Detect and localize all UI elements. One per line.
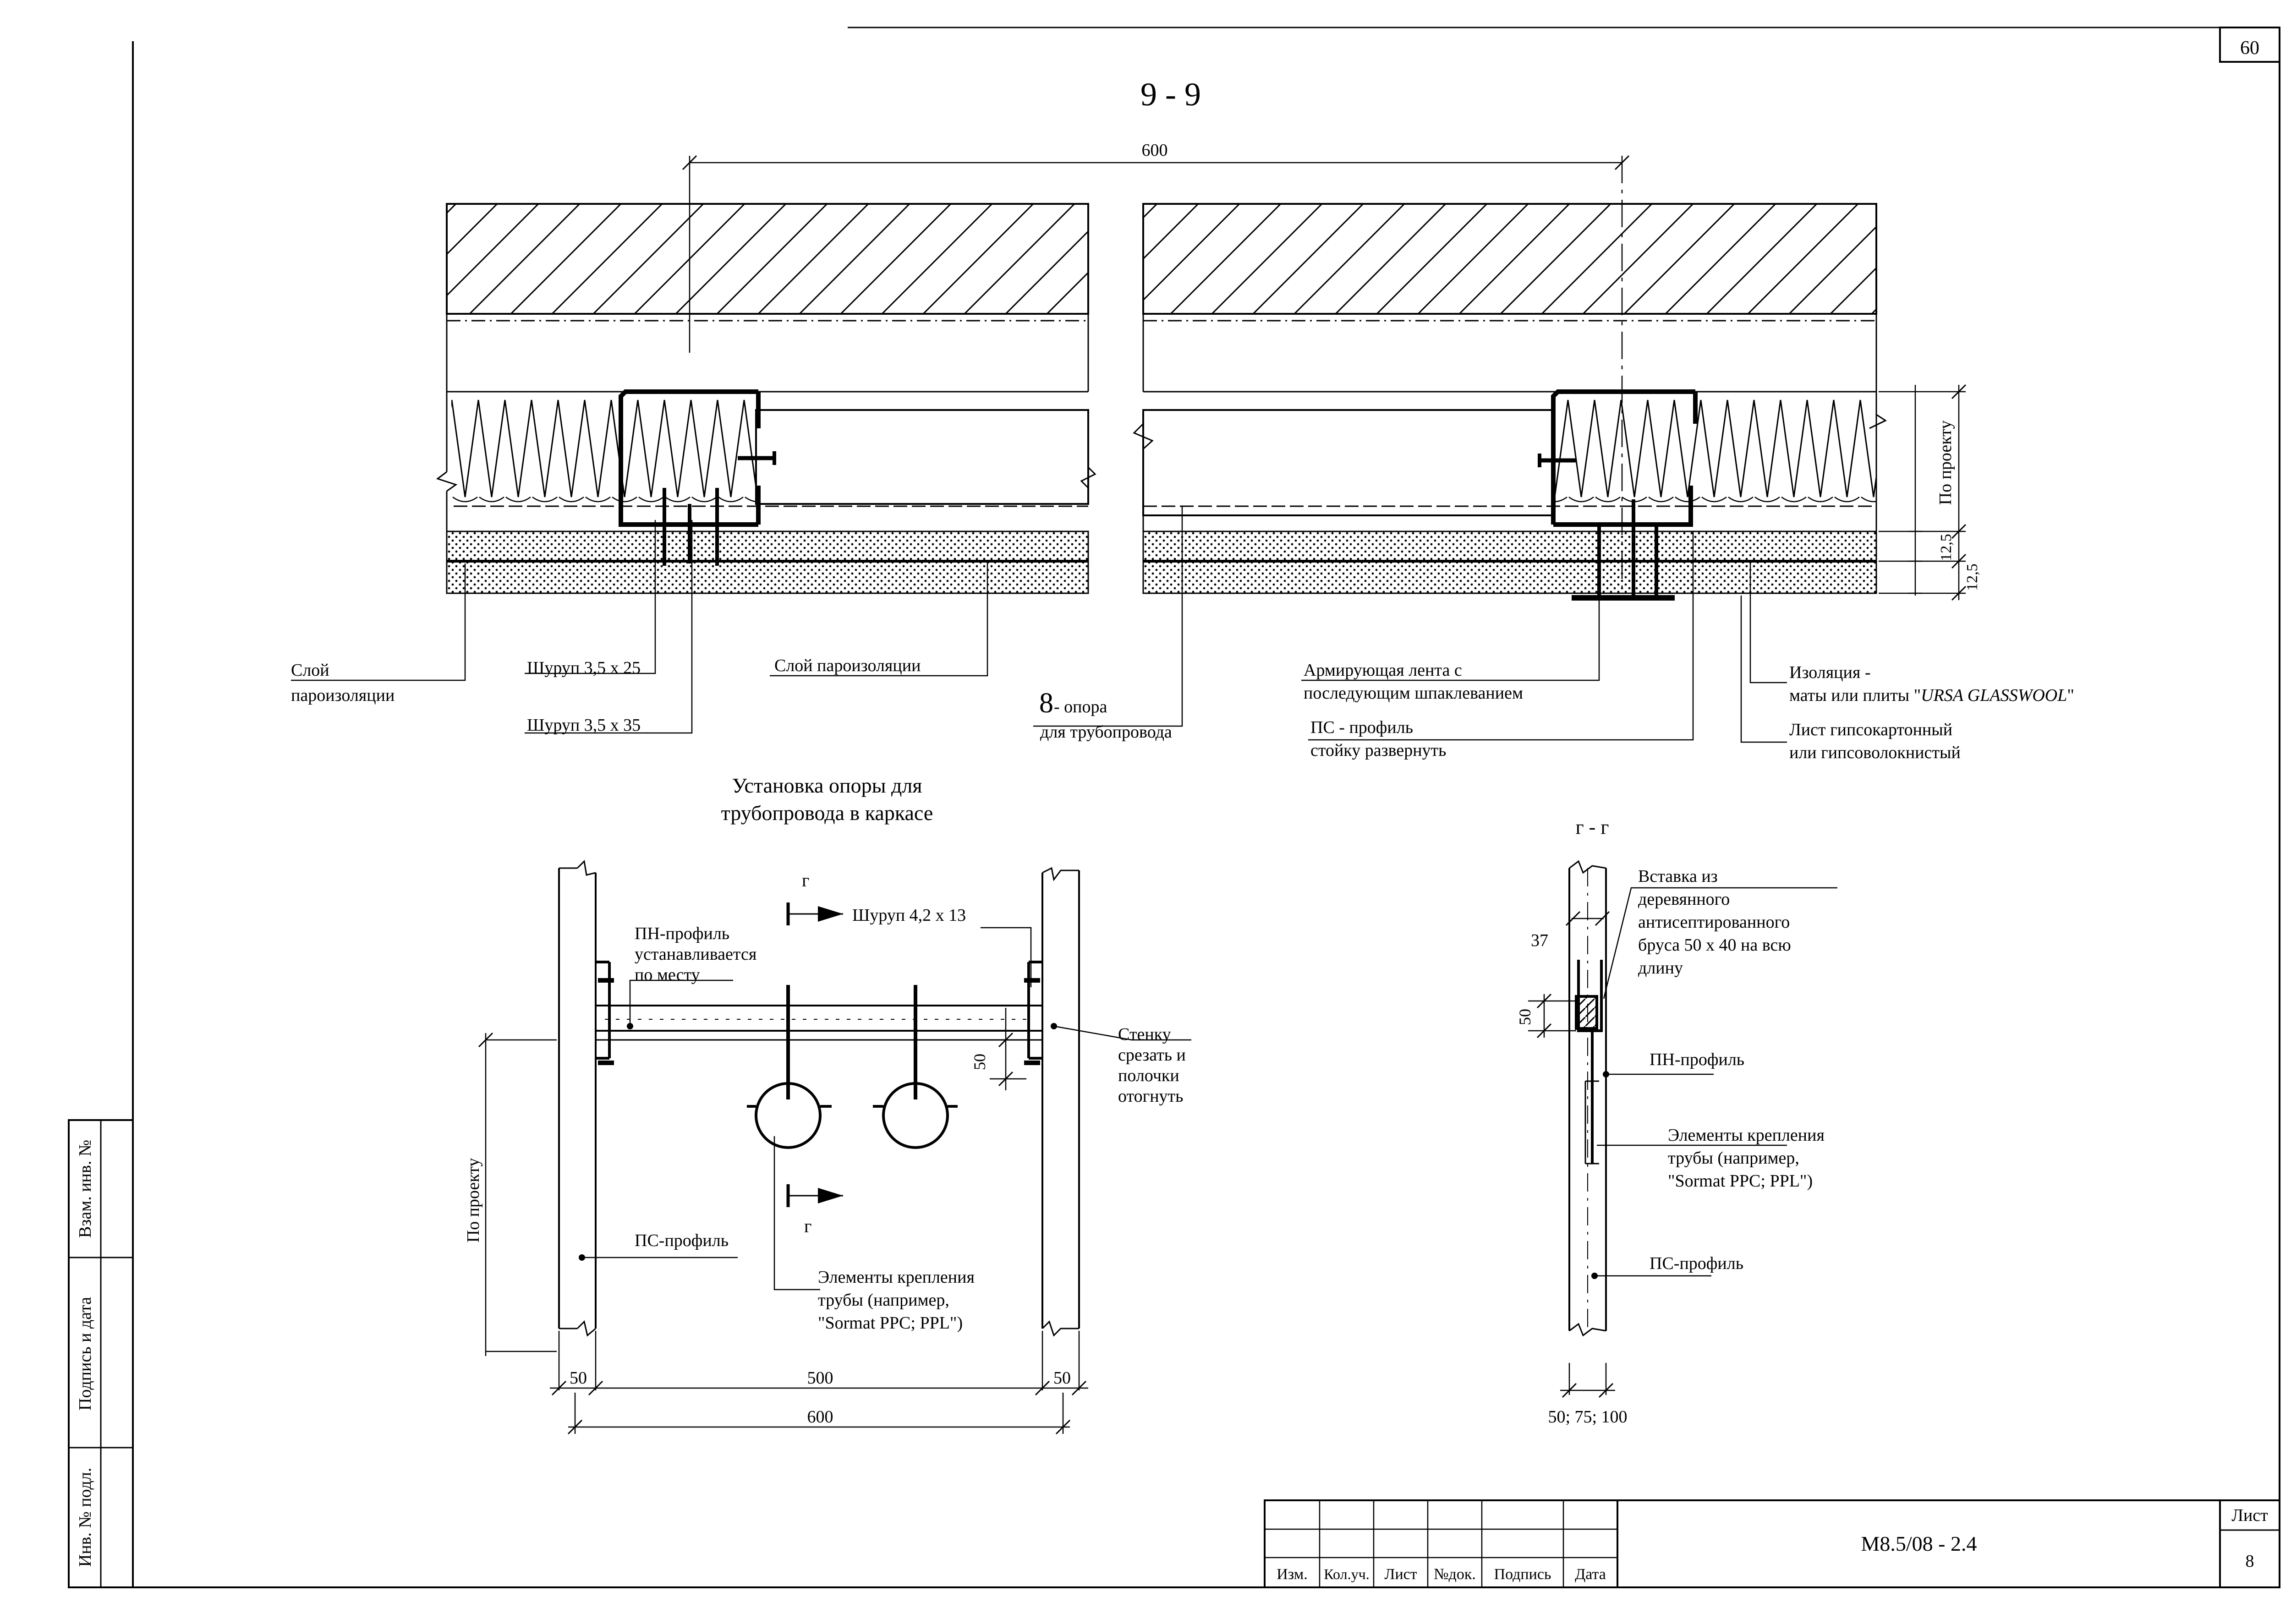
lbl-sloy-2: пароизоляции (291, 686, 395, 705)
lbl-g-top: г (802, 870, 809, 891)
dim-600-top: 600 (1142, 141, 1168, 160)
install-title-2: трубопровода в каркасе (721, 801, 933, 825)
lbl-pn-1: ПН-профиль (635, 924, 729, 943)
lbl-elem-g-1: Элементы крепления (1668, 1126, 1825, 1145)
dim-600-bottom: 600 (807, 1407, 833, 1427)
lbl-opora-1: - опора (1054, 697, 1107, 716)
lbl-vstavka-5: длину (1638, 958, 1683, 978)
tb-izm: Изм. (1277, 1566, 1308, 1583)
section-9-9: 600 (291, 141, 2074, 762)
dim-12-5-a: 12,5 (1938, 534, 1955, 561)
section-leaders (291, 506, 1787, 743)
dim-50-right: 50 (1053, 1368, 1071, 1388)
lbl-ps-install: ПС-профиль (635, 1231, 729, 1250)
lbl-ps-1: ПС - профиль (1310, 718, 1413, 737)
lbl-vstavka-1: Вставка из (1638, 867, 1718, 886)
right-wall-panel (1133, 203, 1887, 601)
stamp-vzam: Взам. инв. № (76, 1140, 95, 1238)
lbl-stenku-4: отогнуть (1118, 1087, 1183, 1106)
lbl-lenta-1: Армирующая лента с (1304, 661, 1462, 680)
dim-bottom-g: 50; 75; 100 (1548, 1407, 1627, 1427)
lbl-vstavka-4: бруса 50 х 40 на всю (1638, 935, 1791, 955)
stamp-inv: Инв. № подл. (76, 1468, 95, 1567)
lbl-stenku-3: полочки (1118, 1066, 1179, 1085)
dim-12-5-b: 12,5 (1964, 563, 1981, 591)
lbl-elem-g-2: трубы (например, (1668, 1148, 1799, 1168)
section-g-title: г - г (1576, 816, 1609, 838)
lbl-vstavka-3: антисептированного (1638, 913, 1790, 932)
section-title: 9 - 9 (1140, 76, 1201, 113)
sheet-no: 8 (2246, 1552, 2254, 1571)
lbl-shurup-35: Шуруп 3,5 х 35 (527, 716, 641, 735)
lbl-opora-num: 8 (1039, 688, 1053, 719)
lbl-gkl-2: или гипсоволокнистый (1789, 743, 1961, 762)
lbl-ps-2: стойку развернуть (1310, 741, 1446, 760)
lbl-shurup-25: Шуруп 3,5 х 25 (527, 658, 641, 678)
lbl-elem-1: Элементы крепления (818, 1268, 975, 1287)
lbl-vstavka-2: деревянного (1638, 890, 1730, 909)
lbl-elem-g-3: "Sormat PPC; PPL") (1668, 1171, 1813, 1191)
doc-code: М8.5/08 - 2.4 (1861, 1532, 1977, 1555)
dim-50-g: 50 (1516, 1009, 1534, 1025)
lbl-stenku-1: Стенку (1118, 1025, 1171, 1044)
install-title-1: Установка опоры для (732, 774, 922, 797)
lbl-pn-2: устанавливается (635, 945, 756, 964)
dim-500: 500 (807, 1368, 833, 1388)
dim-50-vert: 50 (970, 1054, 989, 1070)
lbl-elem-3: "Sormat PPC; PPL") (818, 1313, 963, 1333)
lbl-pn-3: по месту (635, 965, 700, 984)
lbl-shurup-42: Шуруп 4,2 х 13 (852, 906, 966, 925)
lbl-sloy-paroiz: Слой пароизоляции (774, 656, 921, 675)
lbl-opora-2: для трубопровода (1040, 722, 1172, 742)
lbl-pn-g: ПН-профиль (1650, 1050, 1744, 1069)
lbl-izol-1: Изоляция - (1789, 663, 1870, 682)
dim-50-left: 50 (570, 1368, 587, 1388)
lbl-sloy-1: Слой (291, 661, 329, 680)
section-dim-right: По проекту 12,5 12,5 (1879, 384, 1981, 601)
side-stamp: Взам. инв. № Подпись и дата Инв. № подл. (68, 1119, 134, 1588)
lbl-elem-2: трубы (например, (818, 1290, 949, 1310)
tb-podpis: Подпись (1494, 1566, 1551, 1583)
dim-po-proektu-section: По проекту (1936, 421, 1955, 505)
install-view: 50 По проекту 50 500 50 600 (464, 859, 1191, 1435)
page-number: 60 (2240, 38, 2259, 59)
lbl-stenku-2: срезать и (1118, 1045, 1186, 1065)
left-wall-panel (436, 203, 1096, 594)
tb-kol: Кол.уч. (1324, 1566, 1369, 1582)
title-block: Изм. Кол.уч. Лист №док. Подпись Дата М8.… (1264, 1499, 2280, 1588)
lbl-g-bot: г (804, 1216, 811, 1236)
dim-37: 37 (1531, 931, 1548, 950)
lbl-lenta-2: последующим шпаклеванием (1304, 684, 1523, 703)
tb-ndok: №док. (1434, 1566, 1476, 1583)
section-g-g: 37 50 50; 75; 100 Вставка из деревянного… (1516, 860, 1837, 1427)
stamp-podpis: Подпись и дата (76, 1297, 95, 1411)
sheet-label: Лист (2231, 1506, 2268, 1525)
lbl-izol-2: маты или плиты "URSA GLASSWOOL" (1789, 686, 2074, 705)
tb-data: Дата (1575, 1566, 1606, 1583)
dim-po-proektu-install: По проекту (464, 1158, 483, 1243)
lbl-ps-g: ПС-профиль (1650, 1254, 1743, 1273)
tb-list: Лист (1384, 1566, 1417, 1583)
lbl-gkl-1: Лист гипсокартонный (1789, 720, 1952, 739)
